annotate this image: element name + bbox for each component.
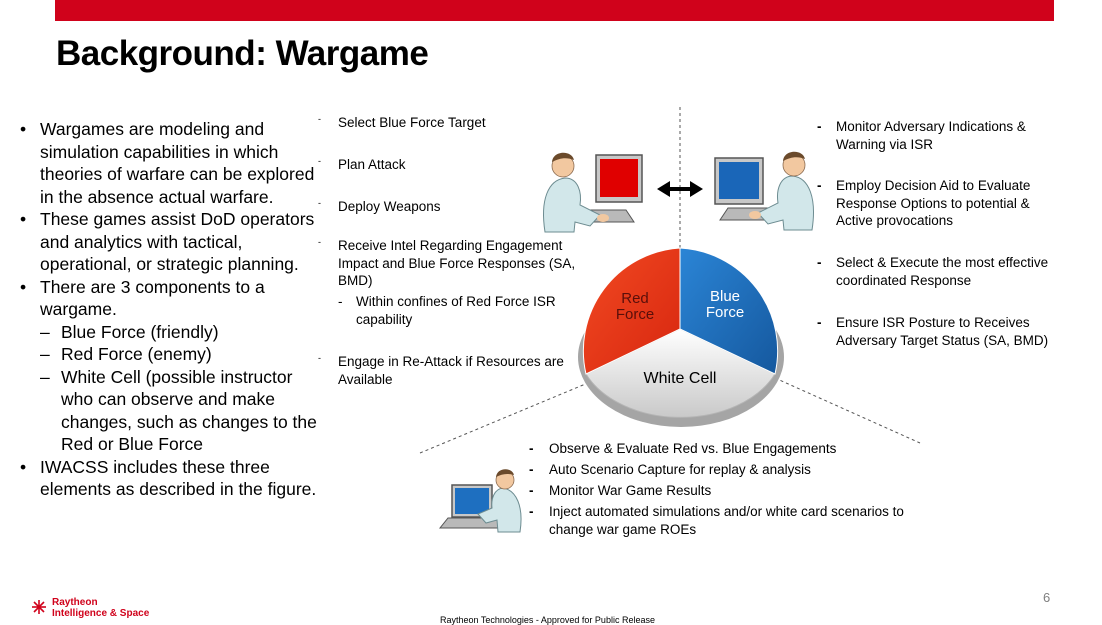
white-step-inject-simulations: Inject automated simulations and/or whit… xyxy=(526,503,946,538)
red-step-re-attack: Engage in Re-Attack if Resources are Ava… xyxy=(316,350,578,388)
white-step-observe: Observe & Evaluate Red vs. Blue Engageme… xyxy=(526,440,946,458)
brand-name: Raytheon Intelligence & Space xyxy=(52,597,150,619)
double-arrow-icon xyxy=(657,181,703,197)
blue-step-isr-posture: Ensure ISR Posture to Receives Adversary… xyxy=(814,314,1054,349)
bullet-iwacss: IWACSS includes these three elements as … xyxy=(20,456,320,501)
pie-label-red-line2: Force xyxy=(615,306,655,323)
pie-label-white-cell: White Cell xyxy=(643,370,717,387)
white-step-monitor-results: Monitor War Game Results xyxy=(526,482,946,500)
red-step-deploy-weapons: Deploy Weapons xyxy=(316,195,586,216)
red-substep-isr-confines: Within confines of Red Force ISR capabil… xyxy=(338,293,578,328)
white-step-scenario-capture: Auto Scenario Capture for replay & analy… xyxy=(526,461,946,479)
pie-label-blue-line2: Force xyxy=(705,304,745,321)
sub-bullet-blue-force: Blue Force (friendly) xyxy=(20,321,320,344)
brand-line2: Intelligence & Space xyxy=(52,607,150,619)
blue-step-decision-aid: Employ Decision Aid to Evaluate Response… xyxy=(814,177,1054,230)
red-step-receive-intel: Receive Intel Regarding Engagement Impac… xyxy=(316,234,580,290)
bullet-wargame-definition: Wargames are modeling and simulation cap… xyxy=(20,118,320,208)
red-step-select-target: Select Blue Force Target xyxy=(316,111,586,132)
overview-bullet-list: Wargames are modeling and simulation cap… xyxy=(20,118,320,501)
blue-step-execute-response: Select & Execute the most effective coor… xyxy=(814,254,1054,289)
release-notice: Raytheon Technologies - Approved for Pub… xyxy=(440,615,655,625)
bullet-dod-purpose: These games assist DoD operators and ana… xyxy=(20,208,320,276)
brand-logo: Raytheon Intelligence & Space xyxy=(30,597,150,619)
page-number: 6 xyxy=(1043,590,1051,605)
wargame-pie-diagram xyxy=(578,247,784,427)
sub-bullet-red-force: Red Force (enemy) xyxy=(20,343,320,366)
white-cell-step-list: Observe & Evaluate Red vs. Blue Engageme… xyxy=(526,440,946,542)
brand-line1: Raytheon xyxy=(52,597,98,608)
blue-step-monitor-indications: Monitor Adversary Indications & Warning … xyxy=(814,118,1054,153)
operator-at-blue-screen-icon xyxy=(714,151,814,231)
operator-at-laptop-icon xyxy=(438,469,522,533)
slide-title: Background: Wargame xyxy=(56,34,429,73)
bullet-three-components: There are 3 components to a wargame. xyxy=(20,276,320,321)
pie-label-red-line1: Red xyxy=(621,290,649,307)
sub-bullet-white-cell: White Cell (possible instructor who can … xyxy=(20,366,320,456)
pie-label-red-force: Red Force xyxy=(598,291,672,323)
divider-lower-right xyxy=(774,377,921,444)
pie-label-blue-force: Blue Force xyxy=(688,289,762,321)
pie-label-blue-line1: Blue xyxy=(709,288,741,305)
red-step-plan-attack: Plan Attack xyxy=(316,153,586,174)
header-accent-bar xyxy=(55,0,1054,21)
